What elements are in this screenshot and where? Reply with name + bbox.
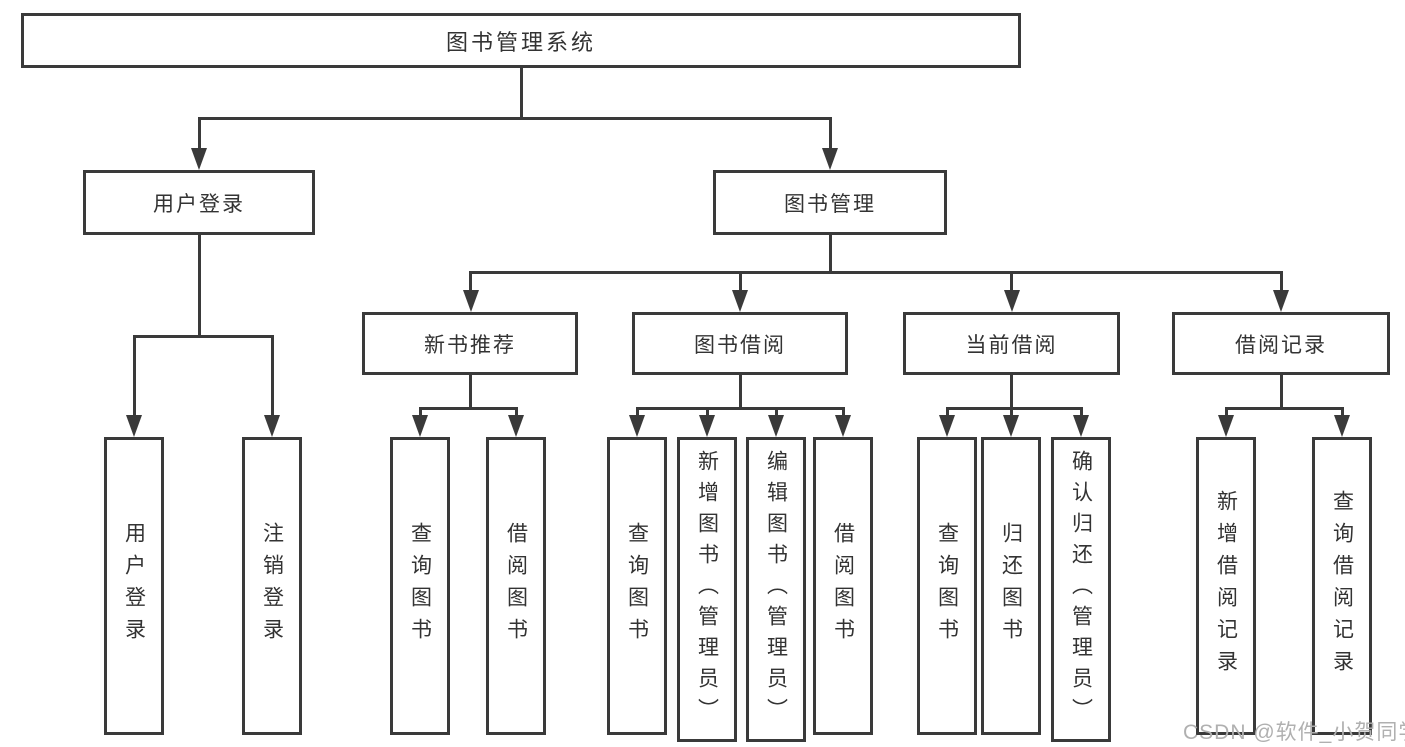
node-root: 图书管理系统 [21, 13, 1021, 68]
connector-arrowhead [1334, 415, 1350, 437]
connector-vline [635, 408, 639, 417]
node-leaf-borrowing-query-books-label: 查询图书 [625, 522, 649, 650]
node-leaf-records-add-record-label: 新增借阅记录 [1214, 490, 1238, 682]
connector-arrowhead [191, 148, 207, 170]
node-new-book-recommend: 新书推荐 [362, 312, 578, 375]
connector-vline [514, 408, 518, 417]
node-leaf-user-login-label: 用户登录 [122, 522, 146, 650]
connector-vline [270, 336, 274, 417]
connector-vline [738, 272, 742, 292]
node-leaf-records-query-record: 查询借阅记录 [1312, 437, 1372, 735]
connector-arrowhead [412, 415, 428, 437]
node-leaf-borrowing-borrow-books: 借阅图书 [813, 437, 873, 735]
connector-arrowhead [1218, 415, 1234, 437]
node-leaf-borrowing-edit-books-admin-label: 编辑图书（管理员） [764, 450, 788, 729]
connector-vline [1340, 408, 1344, 417]
connector-vline [738, 375, 742, 408]
node-borrowing-records-label: 借阅记录 [1235, 333, 1327, 357]
node-leaf-current-query-books-label: 查询图书 [935, 522, 959, 650]
connector-vline [1079, 408, 1083, 417]
node-borrowing-records: 借阅记录 [1172, 312, 1390, 375]
node-leaf-records-query-record-label: 查询借阅记录 [1330, 490, 1354, 682]
connector-arrowhead [508, 415, 524, 437]
node-current-borrowing: 当前借阅 [903, 312, 1120, 375]
connector-arrowhead [699, 415, 715, 437]
connector-vline [774, 408, 778, 417]
node-leaf-logout-label: 注销登录 [260, 522, 284, 650]
connector-vline [197, 235, 201, 336]
node-leaf-borrowing-add-books-admin: 新增图书（管理员） [677, 437, 737, 742]
connector-hline [635, 406, 845, 410]
node-leaf-current-return-books-label: 归还图书 [999, 522, 1023, 650]
connector-vline [1224, 408, 1228, 417]
connector-arrowhead [939, 415, 955, 437]
node-leaf-borrowing-edit-books-admin: 编辑图书（管理员） [746, 437, 806, 742]
node-leaf-current-query-books: 查询图书 [917, 437, 977, 735]
connector-hline [945, 406, 1083, 410]
connector-vline [1010, 272, 1013, 292]
connector-vline [469, 375, 472, 408]
node-leaf-borrowing-borrow-books-label: 借阅图书 [831, 522, 855, 650]
node-book-management: 图书管理 [713, 170, 947, 235]
connector-vline [1009, 408, 1013, 417]
connector-vline [469, 272, 472, 292]
node-leaf-current-confirm-return-admin: 确认归还（管理员） [1051, 437, 1111, 742]
connector-arrowhead [732, 290, 748, 312]
node-current-borrowing-label: 当前借阅 [965, 333, 1058, 357]
connector-arrowhead [1003, 415, 1019, 437]
node-user-login: 用户登录 [83, 170, 315, 235]
connector-hline [1224, 406, 1344, 410]
node-leaf-user-login: 用户登录 [104, 437, 164, 735]
connector-arrowhead [462, 290, 479, 312]
node-user-login-label: 用户登录 [153, 192, 245, 216]
connector-level3-hline [469, 270, 1283, 274]
connector-arrowhead [835, 415, 851, 437]
connector-arrowhead [768, 415, 784, 437]
connector-arrowhead [264, 415, 280, 437]
node-leaf-logout: 注销登录 [242, 437, 302, 735]
connector-root-stub [519, 68, 523, 118]
connector-level1-hline [197, 116, 832, 120]
connector-arrowhead [1273, 290, 1289, 312]
node-new-book-recommend-label: 新书推荐 [424, 333, 516, 357]
node-leaf-recommend-query-books: 查询图书 [390, 437, 450, 735]
connector-arrowhead [126, 415, 142, 437]
connector-vline [197, 118, 201, 150]
node-leaf-recommend-query-books-label: 查询图书 [408, 522, 432, 650]
node-book-borrowing-label: 图书借阅 [694, 333, 786, 357]
connector-vline [841, 408, 845, 417]
node-root-label: 图书管理系统 [445, 29, 596, 55]
connector-vline [418, 408, 422, 417]
watermark: CSDN @软件_小贺同学 [1183, 721, 1405, 744]
node-leaf-borrowing-add-books-admin-label: 新增图书（管理员） [695, 450, 719, 729]
connector-arrowhead [629, 415, 645, 437]
connector-vline [132, 336, 136, 417]
node-leaf-borrowing-query-books: 查询图书 [607, 437, 667, 735]
connector-hline [418, 406, 518, 410]
connector-arrowhead [1003, 290, 1020, 312]
connector-vline [828, 235, 832, 272]
node-leaf-current-confirm-return-admin-label: 确认归还（管理员） [1069, 450, 1093, 729]
connector-arrowhead [1073, 415, 1089, 437]
connector-vline [705, 408, 709, 417]
connector-arrowhead [822, 148, 838, 170]
connector-vline [1010, 375, 1013, 408]
connector-vline [1279, 375, 1283, 408]
connector-vline [945, 408, 949, 417]
node-leaf-records-add-record: 新增借阅记录 [1196, 437, 1256, 735]
node-leaf-recommend-borrow-books: 借阅图书 [486, 437, 546, 735]
node-leaf-recommend-borrow-books-label: 借阅图书 [504, 522, 528, 650]
connector-vline [828, 118, 832, 150]
connector-hline [132, 334, 274, 338]
node-leaf-current-return-books: 归还图书 [981, 437, 1041, 735]
node-book-management-label: 图书管理 [784, 192, 876, 216]
node-book-borrowing: 图书借阅 [632, 312, 848, 375]
connector-vline [1279, 272, 1283, 292]
